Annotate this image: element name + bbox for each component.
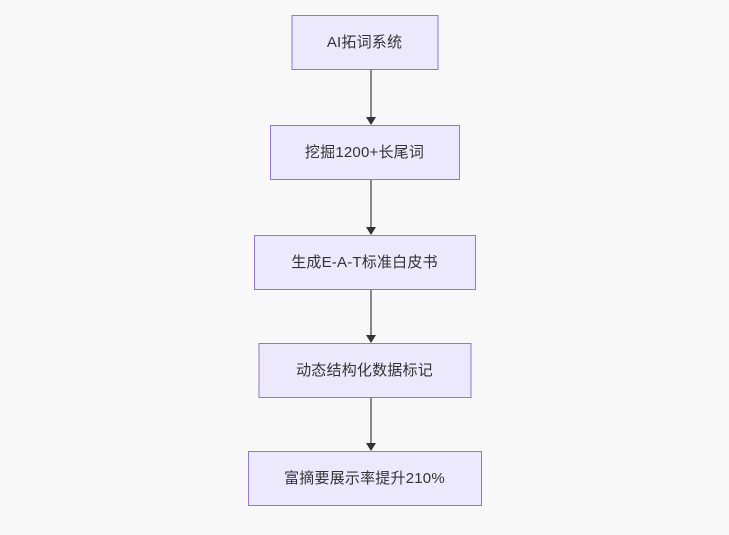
flowchart-node-label: 富摘要展示率提升210% (284, 470, 445, 487)
flowchart-node-label: 生成E-A-T标准白皮书 (291, 254, 438, 271)
edge-line (370, 290, 372, 335)
flowchart-node-n5[interactable]: 富摘要展示率提升210% (247, 451, 482, 506)
edge-line (370, 70, 372, 117)
flowchart-node-label: 动态结构化数据标记 (296, 362, 433, 379)
flowchart-node-n2[interactable]: 挖掘1200+长尾词 (269, 125, 460, 180)
arrow-down-icon (366, 335, 376, 343)
flowchart-node-n3[interactable]: 生成E-A-T标准白皮书 (253, 235, 476, 290)
arrow-down-icon (366, 117, 376, 125)
edge-line (370, 180, 372, 227)
edge-line (370, 398, 372, 443)
flowchart-node-label: AI拓词系统 (326, 34, 403, 51)
flowchart-node-n4[interactable]: 动态结构化数据标记 (258, 343, 471, 398)
flowchart-node-label: 挖掘1200+长尾词 (304, 144, 425, 161)
arrow-down-icon (366, 227, 376, 235)
flowchart-node-n1[interactable]: AI拓词系统 (291, 15, 438, 70)
arrow-down-icon (366, 443, 376, 451)
